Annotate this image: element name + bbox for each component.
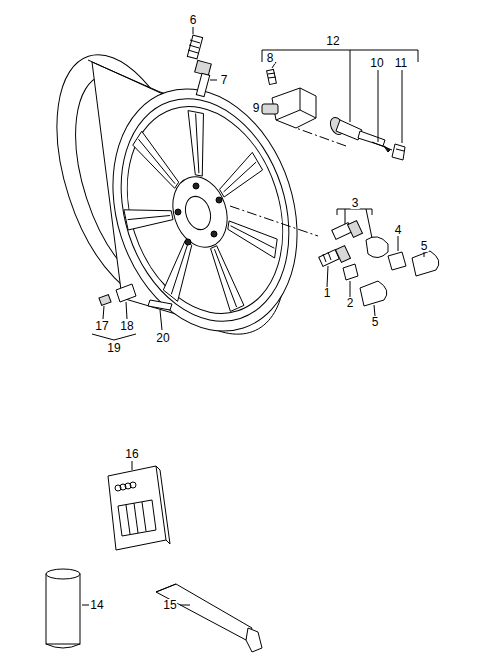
callout-number: 8 [266, 52, 275, 64]
spray-can [46, 569, 80, 648]
callout-number: 15 [162, 599, 177, 611]
callout-number: 10 [369, 57, 384, 69]
spoke [211, 246, 244, 312]
spoke-edge [128, 216, 170, 220]
valve-stem [328, 115, 405, 160]
wheel-rim [29, 37, 327, 355]
callout-number: 4 [394, 224, 403, 236]
paste-tube [156, 584, 262, 652]
spoke [188, 111, 203, 176]
callout-number: 20 [155, 332, 170, 344]
valve [187, 35, 211, 97]
tpms-sensor [262, 69, 316, 128]
callout-number: 17 [94, 320, 109, 332]
callout-number: 5 [420, 240, 429, 252]
callout-number: 7 [220, 74, 229, 86]
spoke [228, 221, 277, 258]
callout-number: 1 [323, 287, 332, 299]
spoke-edge [214, 249, 236, 307]
spoke [133, 131, 179, 188]
weight-box [108, 466, 170, 550]
callout-number: 19 [106, 342, 121, 354]
spoke-edge [196, 114, 199, 174]
spoke [163, 240, 191, 301]
wheel-spokes [124, 111, 277, 312]
callout-number: 16 [124, 448, 139, 460]
balance-weights [99, 284, 172, 310]
callout-number: 18 [119, 320, 134, 332]
wheel-bolts [319, 221, 439, 306]
spoke-edge [138, 139, 175, 184]
callout-number: 2 [346, 297, 355, 309]
wheel-hub [164, 170, 236, 255]
spoke [220, 152, 263, 197]
callout-number: 6 [189, 14, 198, 26]
callout-number: 14 [89, 599, 104, 611]
spoke-edge [224, 162, 256, 192]
spoke [124, 210, 173, 230]
callout-number: 9 [252, 102, 261, 114]
spoke-edge [231, 226, 275, 248]
callout-number: 11 [394, 57, 408, 69]
callout-number: 12 [325, 35, 340, 47]
callout-number: 5 [371, 316, 380, 328]
spoke-edge [171, 245, 187, 295]
callout-number: 3 [351, 197, 360, 209]
